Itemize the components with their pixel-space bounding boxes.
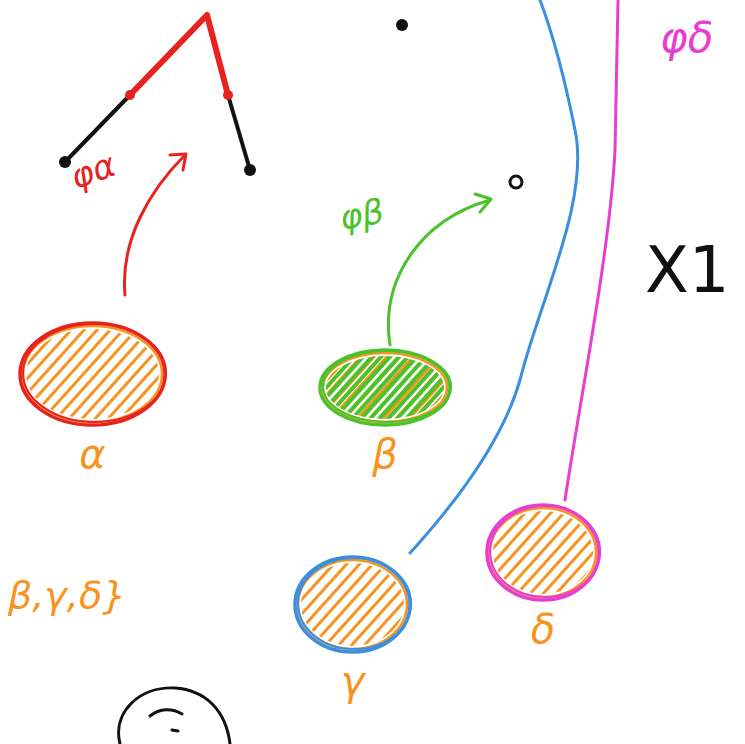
- face-doodle: [150, 710, 182, 731]
- cell-label: β: [372, 432, 398, 476]
- map-arrow: [388, 200, 490, 345]
- disk-outline: [290, 552, 415, 657]
- disk-outline: [482, 500, 604, 605]
- vertex: [244, 164, 256, 176]
- index-note: β,γ,δ}: [8, 575, 126, 617]
- cell-disk: β: [315, 345, 455, 476]
- disk-outline: [15, 318, 170, 430]
- arrow-head: [170, 154, 186, 170]
- attached-boundary: [130, 15, 228, 95]
- cell-disk: δ: [482, 500, 604, 651]
- vertex: [396, 19, 408, 31]
- face-doodle: [119, 688, 230, 744]
- cell-label: α: [79, 432, 105, 476]
- vertex: [223, 90, 233, 100]
- vertex: [125, 90, 135, 100]
- vertex: [510, 176, 522, 188]
- cell-disk: α: [15, 318, 170, 476]
- cell-disk: γ: [290, 552, 415, 703]
- attaching-curve: [565, 0, 618, 500]
- arrow-head: [475, 194, 491, 212]
- attaching-curve: [410, 0, 578, 553]
- disk-outline: [315, 345, 455, 430]
- space-name: X1: [645, 235, 730, 305]
- one-skeleton: [65, 15, 250, 170]
- cell-label: γ: [341, 659, 365, 703]
- cell-label: δ: [531, 607, 555, 651]
- map-name: φδ: [660, 15, 713, 61]
- map-name: φβ: [337, 193, 387, 237]
- map-arrow: [124, 155, 185, 295]
